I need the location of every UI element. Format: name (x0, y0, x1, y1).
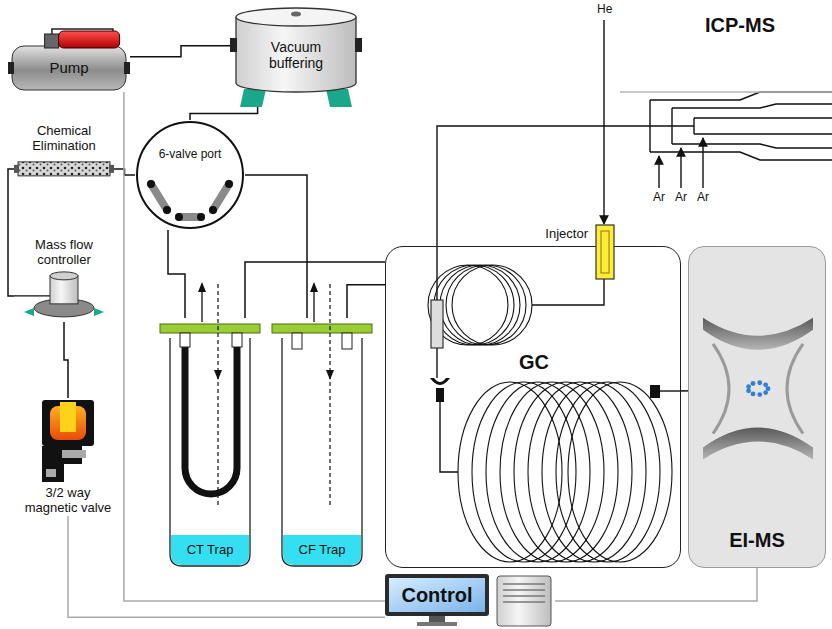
node-text: 3/2 way magnetic valve (22, 486, 114, 516)
chemical-trap-tube: Chemical Elimination (14, 124, 114, 184)
node-text: 6-valve port (155, 136, 225, 174)
valve-port-circle-art (135, 120, 245, 230)
node-text: Mass flow controller (14, 238, 114, 268)
gas-label: He (597, 2, 612, 16)
cold-trap-art (160, 318, 260, 568)
control-line (124, 92, 385, 601)
node-text: Pump (18, 48, 120, 88)
gas-line (64, 322, 68, 398)
cryofocus-trap: CF Trap (272, 318, 372, 568)
ms-detector-art (689, 247, 827, 569)
cryofocus-trap-art (272, 318, 372, 568)
instrument-label: ICP-MS (705, 14, 775, 37)
node-text: CT Trap (172, 536, 248, 564)
gc-fittings (430, 278, 681, 472)
gas-label: Ar (653, 190, 665, 204)
gc-column-coils (428, 265, 672, 562)
control-wire (620, 91, 832, 92)
node-text: Chemical Elimination (14, 124, 114, 154)
vacuum-tank: Vacuum buffering (232, 5, 360, 107)
valve-port-circle: 6-valve port (135, 120, 245, 230)
gas-line (681, 390, 688, 392)
gas-line (347, 285, 385, 318)
node-text: EI-MS (695, 525, 819, 555)
injector: Injector (504, 225, 616, 279)
magnetic-valve: 3/2 way magnetic valve (22, 398, 114, 516)
flow-controller: Mass flow controller (14, 238, 114, 322)
gas-line (8, 169, 14, 296)
gas-line (190, 107, 258, 120)
transfer-line (437, 20, 694, 300)
gas-line (130, 46, 232, 57)
node-text: Control (389, 578, 485, 612)
control-line (555, 568, 757, 601)
gas-line (245, 175, 307, 318)
gas-label: Ar (675, 190, 687, 204)
gas-line (168, 230, 185, 318)
ms-detector: EI-MS (688, 246, 826, 568)
gas-label: Ar (697, 190, 709, 204)
gas-line (245, 262, 385, 318)
node-text: GC (492, 347, 576, 377)
cold-trap: CT Trap (160, 318, 260, 568)
icp-torch (650, 92, 832, 188)
control-computer: Control (385, 574, 555, 628)
gc-oven: InjectorGC (385, 246, 681, 568)
pump-box: Pump (8, 28, 130, 92)
node-text: Injector (504, 225, 592, 243)
node-text: CF Trap (284, 536, 360, 564)
node-text: Vacuum buffering (246, 29, 346, 81)
